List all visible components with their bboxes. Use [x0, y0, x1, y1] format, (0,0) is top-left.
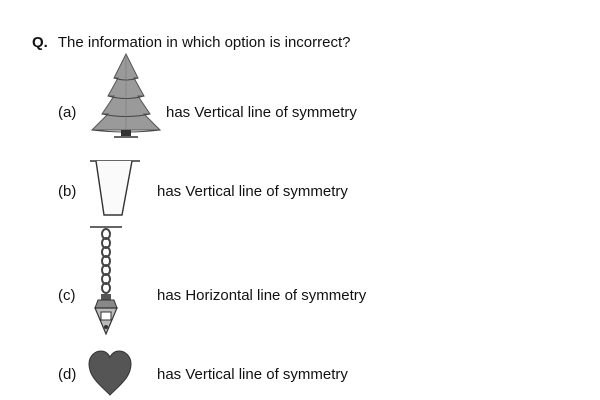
option-c-label: (c): [58, 287, 76, 304]
question: Q. The information in which option is inc…: [32, 34, 350, 52]
heart-icon: [88, 350, 132, 396]
option-b-label: (b): [58, 183, 77, 200]
option-a-label: (a): [58, 104, 77, 121]
option-d-text: has Vertical line of symmetry: [157, 366, 348, 383]
option-b-text: has Vertical line of symmetry: [157, 183, 348, 200]
option-d-label: (d): [58, 366, 77, 383]
cup-icon: [90, 160, 140, 216]
option-a-text: has Vertical line of symmetry: [166, 104, 357, 121]
tree-icon: [90, 52, 162, 138]
option-c-text: has Horizontal line of symmetry: [157, 287, 367, 304]
question-label: Q.: [32, 34, 48, 51]
chain-pendant-icon: [90, 226, 122, 336]
question-text: The information in which option is incor…: [57, 34, 351, 51]
